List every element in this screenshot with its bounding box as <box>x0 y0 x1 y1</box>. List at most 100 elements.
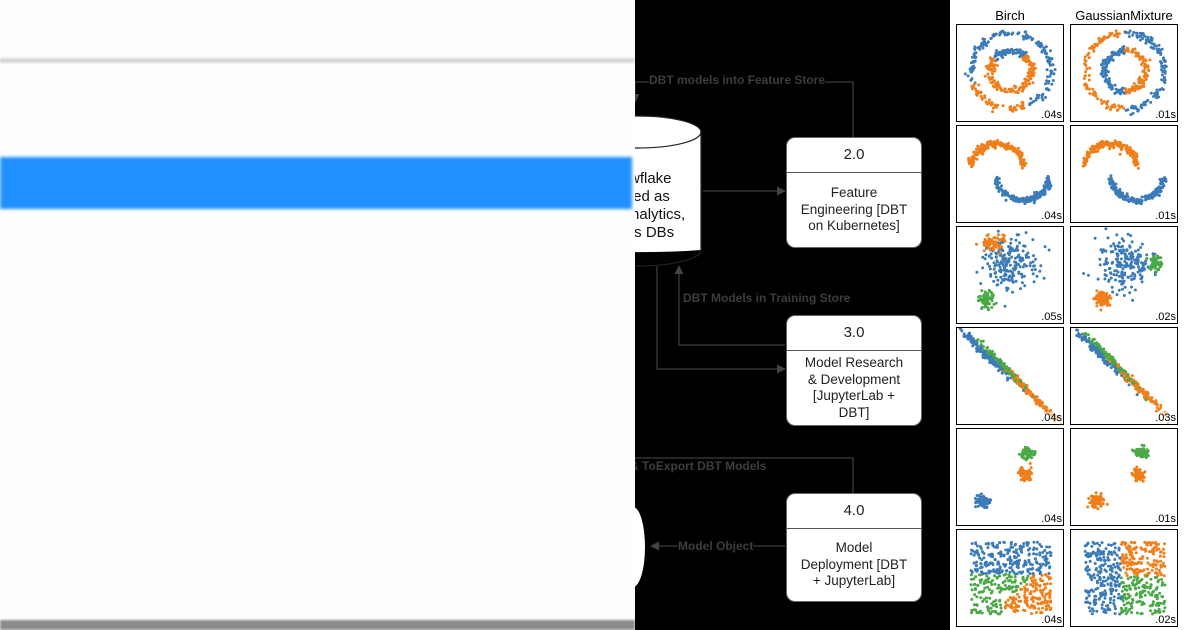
scatter-point <box>1084 335 1087 339</box>
scatter-point <box>1019 599 1023 603</box>
scatter-point <box>1023 609 1027 613</box>
selected-row-highlight[interactable] <box>0 157 632 209</box>
scatter-point <box>970 597 974 601</box>
scatter-point <box>1029 562 1032 566</box>
scatter-point <box>1017 150 1021 154</box>
scatter-point <box>1103 249 1107 253</box>
scatter-point <box>1009 249 1013 253</box>
scatter-point <box>1159 51 1163 55</box>
scatter-point <box>1013 580 1017 584</box>
scatter-point <box>1142 82 1146 86</box>
scatter-point <box>986 580 990 584</box>
scatter-point <box>1107 81 1111 85</box>
scatter-point <box>1016 563 1020 567</box>
scatter-point <box>998 541 1002 545</box>
scatter-point <box>1030 452 1034 456</box>
scatter-point <box>995 49 998 53</box>
scatter-point <box>1050 69 1054 73</box>
scatter-point <box>1086 505 1090 509</box>
scatter-point <box>1014 85 1018 89</box>
scatter-point <box>1004 600 1008 604</box>
scatter-point <box>988 267 992 271</box>
scatter-point <box>1007 260 1011 264</box>
scatter-point <box>1129 148 1133 151</box>
scatter-point <box>993 67 997 71</box>
scatter-point <box>1138 38 1142 42</box>
process-model-deployment[interactable]: 4.0 Model Deployment [DBT + JupyterLab] <box>786 493 922 602</box>
scatter-point <box>1017 381 1021 385</box>
scatter-point <box>1131 271 1135 275</box>
scatter-point <box>1143 195 1147 199</box>
scatter-point <box>1098 39 1101 43</box>
scatter-point <box>1142 68 1146 72</box>
scatter-point <box>1141 479 1145 483</box>
scatter-point <box>1154 44 1158 48</box>
scatter-point <box>1021 388 1025 392</box>
scatter-point <box>1016 255 1020 259</box>
scatter-point <box>1045 68 1049 72</box>
scatter-point <box>993 271 997 275</box>
scatter-point <box>1007 141 1011 145</box>
scatter-point <box>1160 578 1164 581</box>
scatter-point <box>1094 587 1098 591</box>
scatter-point <box>987 98 991 102</box>
scatter-point <box>1158 591 1162 595</box>
scatter-point <box>1131 598 1135 602</box>
scatter-point <box>1014 561 1018 565</box>
scatter-point <box>1121 559 1125 563</box>
scatter-point <box>985 297 989 301</box>
bottom-scrollbar[interactable] <box>0 620 635 630</box>
scatter-point <box>977 83 981 87</box>
scatter-point <box>1014 261 1018 264</box>
scatter-point <box>1040 573 1044 577</box>
scatter-point <box>1139 388 1143 392</box>
scatter-point <box>995 58 999 62</box>
scatter-point <box>1090 612 1094 616</box>
scatter-point <box>1117 49 1121 53</box>
scatter-point <box>1155 597 1159 601</box>
scatter-point <box>1163 564 1167 568</box>
scatter-point <box>1033 557 1037 561</box>
scatter-point <box>1038 553 1042 557</box>
scatter-point <box>1092 573 1096 577</box>
scatter-point <box>1113 546 1117 550</box>
scatter-point <box>1153 260 1157 264</box>
scatter-point <box>1106 236 1110 240</box>
scatter-point <box>1040 96 1044 100</box>
database-cylinder <box>635 115 702 267</box>
scatter-point <box>1122 566 1126 569</box>
scatter-point <box>1113 558 1117 561</box>
scatter-point <box>1117 245 1121 249</box>
scatter-point <box>1004 563 1008 567</box>
scatter-point <box>1019 478 1023 482</box>
process-description-line: Engineering [DBT <box>800 201 908 217</box>
scatter-point <box>1145 253 1149 257</box>
scatter-point <box>1022 81 1026 85</box>
scatter-point <box>1029 576 1033 580</box>
scatter-point <box>1032 606 1036 610</box>
scatter-point <box>1123 49 1127 53</box>
scatter-point <box>1159 403 1163 407</box>
scatter-point <box>1014 48 1018 52</box>
scatter-point <box>990 610 994 613</box>
scatter-point <box>976 144 980 148</box>
connector-training-store <box>674 265 785 346</box>
scatter-point <box>1082 337 1086 341</box>
scatter-point <box>1001 142 1005 146</box>
scatter-point <box>1024 385 1027 389</box>
scatter-point <box>1110 181 1114 185</box>
scatter-point <box>1133 288 1137 292</box>
scatter-point <box>1019 382 1023 386</box>
scatter-point <box>1047 79 1051 83</box>
scatter-point <box>1142 58 1146 62</box>
process-model-research[interactable]: 3.0 Model Research & Development [Jupyte… <box>786 315 922 426</box>
scatter-point <box>982 589 985 593</box>
scatter-point <box>1135 572 1139 576</box>
scatter-point <box>999 606 1003 610</box>
scatter-point <box>1103 301 1107 305</box>
scatter-point <box>1146 454 1150 458</box>
scatter-point <box>1109 566 1113 570</box>
scatter-point <box>1157 185 1161 189</box>
process-feature-engineering[interactable]: 2.0 Feature Engineering [DBT on Kubernet… <box>786 137 922 248</box>
scatter-point <box>1140 106 1144 110</box>
